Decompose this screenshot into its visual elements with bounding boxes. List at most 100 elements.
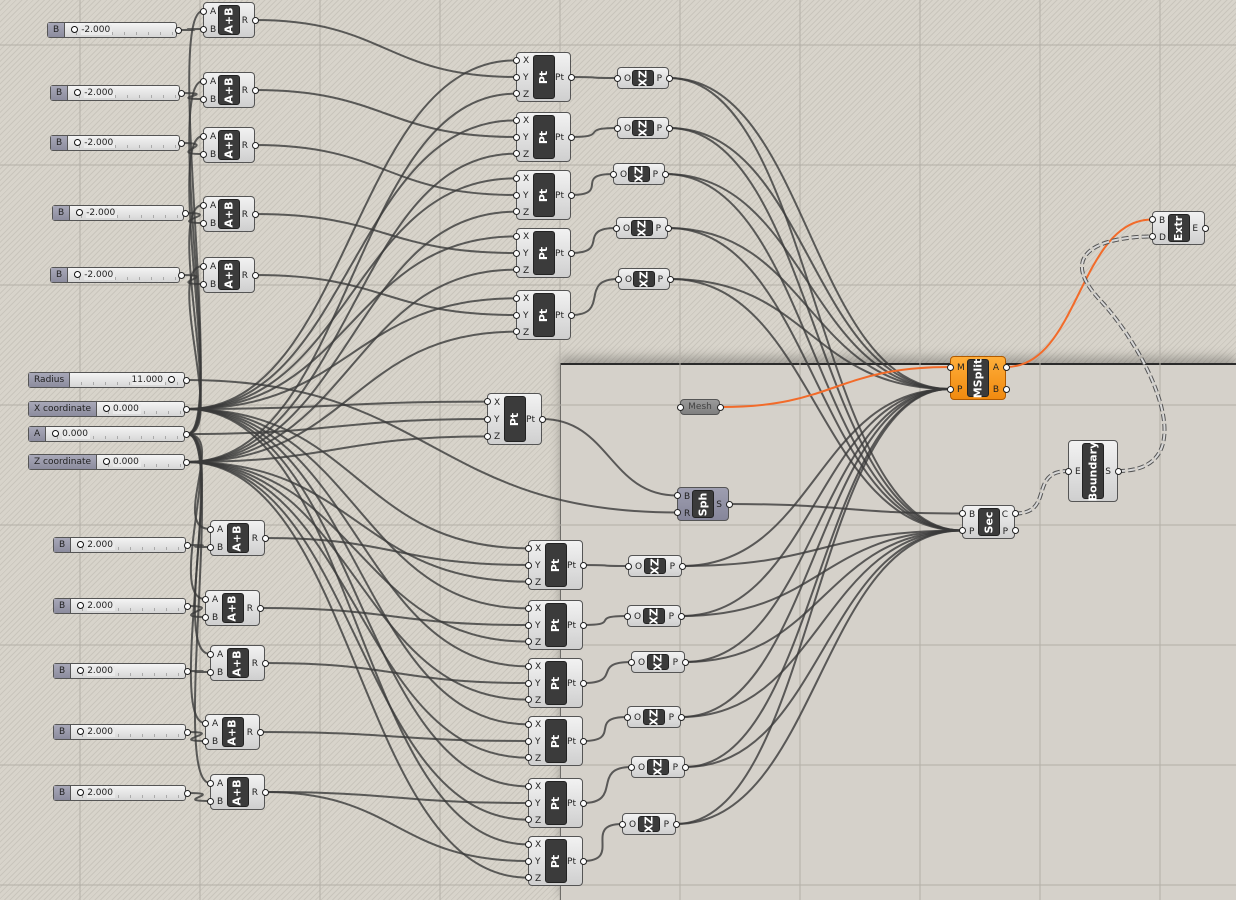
port-grip[interactable] xyxy=(1002,363,1010,371)
slider-knob[interactable] xyxy=(74,139,82,146)
port-grip[interactable] xyxy=(512,150,520,158)
slider-knob[interactable] xyxy=(52,430,60,437)
port-grip[interactable] xyxy=(672,820,680,828)
port-grip[interactable] xyxy=(199,280,207,288)
port-grip[interactable] xyxy=(483,415,491,423)
number-slider-sT4[interactable]: B-2.000 xyxy=(50,267,180,283)
port-grip[interactable] xyxy=(251,16,259,24)
port-grip[interactable] xyxy=(199,201,207,209)
param-mesh[interactable]: Mesh xyxy=(680,399,720,415)
port-grip[interactable] xyxy=(483,398,491,406)
port-grip[interactable] xyxy=(1011,527,1019,534)
port-grip[interactable] xyxy=(613,74,621,82)
port-grip[interactable] xyxy=(183,541,191,549)
slider-track[interactable]: 2.000 xyxy=(71,599,185,613)
number-slider-sT1[interactable]: B-2.000 xyxy=(50,85,180,101)
port-grip[interactable] xyxy=(177,89,185,97)
port-grip[interactable] xyxy=(664,224,672,232)
slider-knob[interactable] xyxy=(77,728,85,735)
port-grip[interactable] xyxy=(524,782,532,790)
port-grip[interactable] xyxy=(524,857,532,865)
slider-track[interactable]: 0.000 xyxy=(97,455,184,469)
port-grip[interactable] xyxy=(1002,385,1010,393)
port-grip[interactable] xyxy=(177,139,185,147)
port-grip[interactable] xyxy=(623,612,631,620)
port-grip[interactable] xyxy=(579,737,587,745)
port-grip[interactable] xyxy=(579,679,587,687)
port-grip[interactable] xyxy=(567,73,575,81)
slider-knob[interactable] xyxy=(77,602,85,609)
port-grip[interactable] xyxy=(524,544,532,552)
slider-knob[interactable] xyxy=(74,89,82,96)
port-grip[interactable] xyxy=(183,789,191,797)
port-grip[interactable] xyxy=(579,621,587,629)
port-grip[interactable] xyxy=(512,311,520,319)
port-grip[interactable] xyxy=(512,294,520,302)
port-grip[interactable] xyxy=(567,191,575,199)
port-grip[interactable] xyxy=(677,713,685,721)
port-grip[interactable] xyxy=(946,363,954,371)
port-grip[interactable] xyxy=(1201,224,1209,232)
port-grip[interactable] xyxy=(612,224,620,232)
port-grip[interactable] xyxy=(256,604,264,612)
slider-track[interactable]: -2.000 xyxy=(68,268,179,282)
slider-track[interactable]: 11.000 xyxy=(70,373,184,387)
port-grip[interactable] xyxy=(614,275,622,283)
slider-knob[interactable] xyxy=(77,789,85,796)
port-grip[interactable] xyxy=(579,857,587,865)
port-grip[interactable] xyxy=(199,219,207,227)
number-slider-sT2[interactable]: B-2.000 xyxy=(50,135,180,151)
port-grip[interactable] xyxy=(1064,467,1072,475)
port-grip[interactable] xyxy=(182,376,190,384)
port-grip[interactable] xyxy=(251,141,259,149)
slider-knob[interactable] xyxy=(76,209,84,216)
slider-track[interactable]: -2.000 xyxy=(70,206,183,220)
port-grip[interactable] xyxy=(206,779,214,787)
port-grip[interactable] xyxy=(201,595,209,603)
port-grip[interactable] xyxy=(725,500,733,508)
port-grip[interactable] xyxy=(1114,467,1122,475)
slider-knob[interactable] xyxy=(74,271,82,278)
port-grip[interactable] xyxy=(256,728,264,736)
port-grip[interactable] xyxy=(1148,216,1156,223)
port-grip[interactable] xyxy=(512,174,520,182)
slider-track[interactable]: 2.000 xyxy=(71,538,185,552)
port-grip[interactable] xyxy=(567,311,575,319)
port-grip[interactable] xyxy=(512,73,520,81)
port-grip[interactable] xyxy=(1148,233,1156,240)
port-grip[interactable] xyxy=(512,133,520,141)
slider-knob[interactable] xyxy=(103,458,111,465)
port-grip[interactable] xyxy=(524,679,532,687)
number-slider-sT3[interactable]: B-2.000 xyxy=(52,205,184,221)
port-grip[interactable] xyxy=(618,820,626,828)
port-grip[interactable] xyxy=(524,638,532,646)
port-grip[interactable] xyxy=(524,578,532,586)
port-grip[interactable] xyxy=(512,266,520,274)
port-grip[interactable] xyxy=(174,26,182,34)
port-grip[interactable] xyxy=(678,562,686,570)
port-grip[interactable] xyxy=(627,763,635,771)
